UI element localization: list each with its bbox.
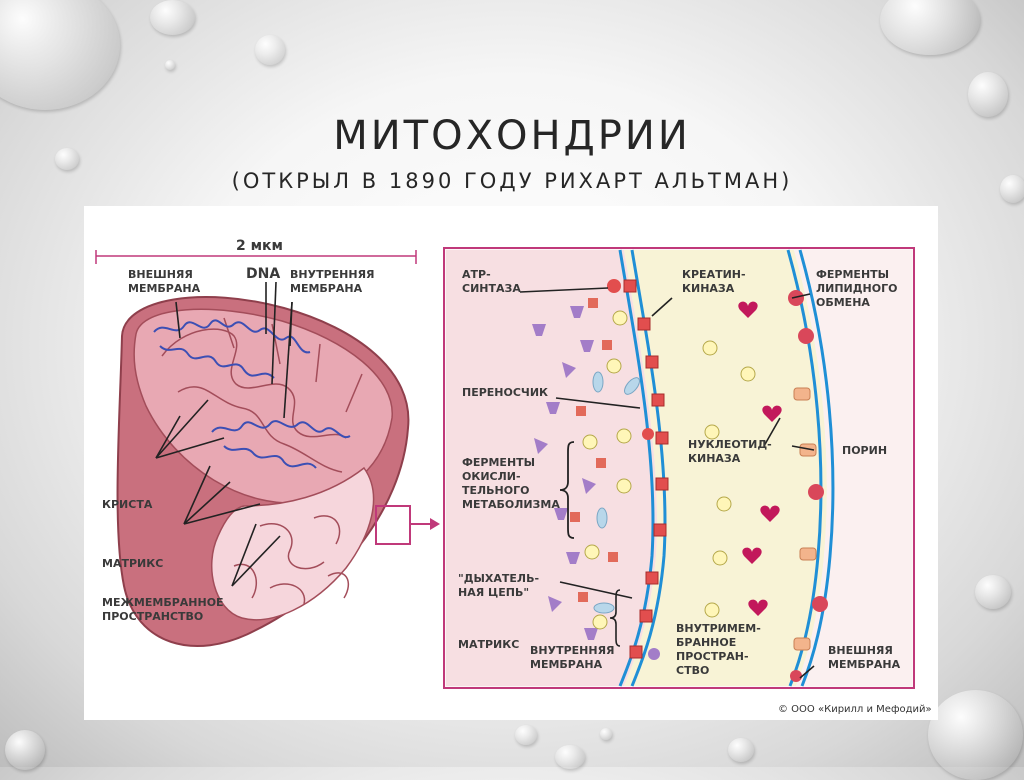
mitochondria-diagram: 2 мкм ВНЕШНЯЯ МЕМБРАНА (95, 238, 932, 715)
label-crista: КРИСТА (102, 498, 153, 511)
label-matrix-right: МАТРИКС (458, 638, 519, 651)
label-porin: ПОРИН (842, 444, 887, 457)
slide-title-block: МИТОХОНДРИИ (ОТКРЫЛ В 1890 ГОДУ РИХАРТ А… (0, 112, 1024, 196)
water-drop (5, 730, 45, 770)
water-drop (55, 148, 79, 170)
slide-title: МИТОХОНДРИИ (333, 113, 691, 159)
label-creatine-kinase-1: КРЕАТИН- (682, 268, 746, 281)
label-oxidative-2: ОКИСЛИ- (462, 470, 521, 483)
label-dna: DNA (246, 266, 280, 282)
label-creatine-kinase-2: КИНАЗА (682, 282, 735, 295)
water-drop (880, 0, 980, 55)
water-drop (515, 725, 537, 745)
label-intermembrane-space-2: БРАННОЕ (676, 636, 736, 649)
label-oxidative-4: МЕТАБОЛИЗМА (462, 498, 560, 511)
label-atp-synthase-1: АТР- (462, 268, 491, 281)
label-intermembrane-2: ПРОСТРАНСТВО (102, 610, 203, 623)
label-inner-membrane-r1: ВНУТРЕННЯЯ (530, 644, 615, 657)
bracket-respiratory (609, 589, 621, 647)
bracket-oxidative (559, 441, 575, 539)
label-outer-membrane-1: ВНЕШНЯЯ (128, 268, 193, 281)
label-outer-membrane-r2: МЕМБРАНА (828, 658, 901, 671)
label-lipid-enzymes-2: ЛИПИДНОГО (816, 282, 897, 295)
label-respiratory-1: "ДЫХАТЕЛЬ- (458, 572, 539, 585)
water-drop (728, 738, 754, 762)
matrix-molecules (532, 298, 660, 660)
water-drop (555, 745, 585, 769)
label-oxidative-1: ФЕРМЕНТЫ (462, 456, 535, 469)
water-drop (150, 0, 195, 35)
label-carrier: ПЕРЕНОСЧИК (462, 386, 548, 399)
label-lipid-enzymes-1: ФЕРМЕНТЫ (816, 268, 889, 281)
zoom-arrowhead (430, 518, 440, 530)
atp-synthase-head (607, 279, 621, 293)
water-drop (975, 575, 1011, 609)
label-inner-membrane-2: МЕМБРАНА (290, 282, 363, 295)
label-intermembrane-1: МЕЖМЕМБРАННОЕ (102, 596, 224, 609)
label-outer-membrane-r1: ВНЕШНЯЯ (828, 644, 893, 657)
label-outer-membrane-2: МЕМБРАНА (128, 282, 201, 295)
scale-label: 2 мкм (236, 238, 283, 254)
label-intermembrane-space-3: ПРОСТРАН- (676, 650, 749, 663)
label-atp-synthase-2: СИНТАЗА (462, 282, 521, 295)
scale-bar: 2 мкм (95, 238, 417, 264)
protein-dot (642, 428, 654, 440)
label-inner-membrane-r2: МЕМБРАНА (530, 658, 603, 671)
label-oxidative-3: ТЕЛЬНОГО (462, 484, 529, 497)
right-leader-lines (519, 287, 815, 679)
water-drop (165, 60, 175, 70)
water-drop (0, 0, 120, 110)
label-nucleotide-kinase-1: НУКЛЕОТИД- (688, 438, 772, 451)
water-drop (600, 728, 612, 740)
label-nucleotide-kinase-2: КИНАЗА (688, 452, 741, 465)
detail-panel (443, 247, 915, 689)
mitochondria-figure: 2 мкм ВНЕШНЯЯ МЕМБРАНА (84, 206, 938, 720)
label-respiratory-2: НАЯ ЦЕПЬ" (458, 586, 529, 599)
water-drop (255, 35, 285, 65)
mitochondrion-body (116, 296, 410, 647)
inner-membrane-proteins (623, 279, 669, 659)
water-drop (928, 690, 1023, 780)
label-intermembrane-space-1: ВНУТРИМЕМ- (676, 622, 761, 635)
copyright-credit: © ООО «Кирилл и Мефодий» (778, 704, 932, 715)
water-drop (968, 72, 1008, 117)
label-intermembrane-space-4: СТВО (676, 664, 709, 677)
water-drop (1000, 175, 1024, 203)
left-leader-lines (155, 281, 293, 587)
slide-subtitle: (ОТКРЫЛ В 1890 ГОДУ РИХАРТ АЛЬТМАН) (231, 169, 793, 193)
intermembrane-molecules (702, 290, 828, 682)
label-inner-membrane-1: ВНУТРЕННЯЯ (290, 268, 375, 281)
label-matrix-left: МАТРИКС (102, 557, 163, 570)
label-lipid-enzymes-3: ОБМЕНА (816, 296, 870, 309)
